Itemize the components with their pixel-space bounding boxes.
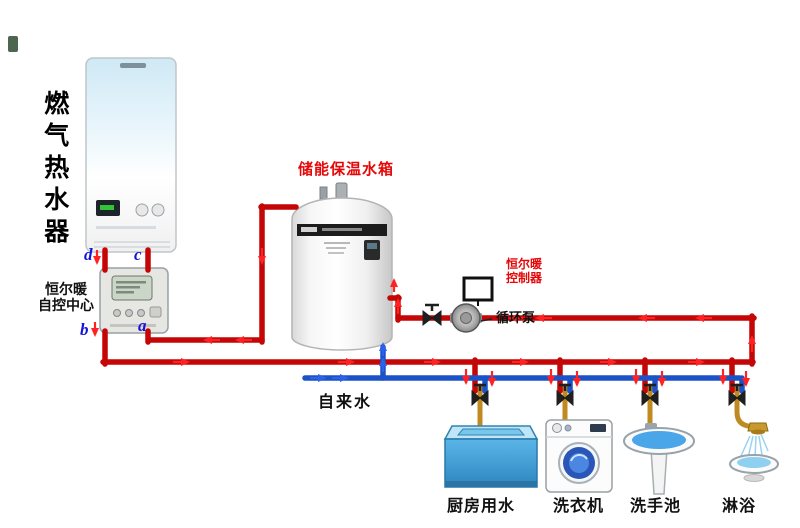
- fixture-label-kitchen: 厨房用水: [447, 498, 516, 515]
- hot-flow-arrows: [91, 248, 756, 387]
- controller-label-line1: 恒尔暖: [505, 257, 542, 271]
- circulation-pump-assembly: [422, 276, 494, 333]
- wash-basin: [623, 423, 695, 495]
- basin-pedestal: [650, 448, 668, 495]
- heater-vent: [120, 63, 146, 68]
- fixture-label-basin: 洗手池: [630, 498, 682, 515]
- control-center-box: [99, 267, 169, 334]
- washing-machine: [545, 419, 613, 493]
- tray-water: [737, 457, 771, 468]
- fixture-valves: [471, 383, 746, 407]
- hot-water-pipes: [100, 203, 757, 394]
- valve-kitchen: [471, 383, 489, 407]
- pump-label-leader: [480, 318, 493, 322]
- control-center-label-line1: 恒尔暖: [45, 281, 87, 297]
- kitchen-sink: [443, 425, 539, 488]
- brass-drop-pipes: [477, 383, 769, 435]
- fixture-label-washer: 洗衣机: [553, 498, 605, 515]
- port-label-a: a: [138, 316, 147, 335]
- shower-drop-pipe: [734, 383, 758, 430]
- controller-label: 恒尔暖 控制器: [502, 257, 546, 286]
- port-label-d: d: [84, 245, 93, 264]
- control-center-button: [113, 309, 121, 317]
- valve-washer: [556, 383, 574, 407]
- control-center-button: [125, 309, 133, 317]
- tank-label: 储能保温水箱: [298, 161, 395, 178]
- fixture-label-shower: 淋浴: [722, 498, 757, 515]
- storage-tank: [291, 182, 393, 351]
- basin-water: [632, 431, 686, 449]
- port-label-c: c: [134, 245, 142, 264]
- tank-fitting: [319, 186, 328, 200]
- washer-display: [590, 424, 606, 432]
- cold-flow-arrows: [310, 342, 387, 382]
- pump-label: 循环泵: [496, 310, 536, 325]
- fixtures: [443, 419, 779, 495]
- pump-line-valve: [422, 303, 442, 327]
- washer-knob: [564, 424, 572, 432]
- heater-label: 燃气热水器: [40, 90, 69, 250]
- control-center-label-line2: 自控中心: [38, 297, 94, 314]
- cold-water-label: 自来水: [318, 394, 373, 411]
- pump-controller-box: [462, 276, 494, 302]
- tank-fitting: [335, 182, 348, 200]
- heater-knob: [151, 203, 165, 217]
- shower-head: [747, 422, 769, 432]
- pump-hub: [460, 312, 472, 324]
- cold-water-pipes: [302, 344, 745, 394]
- controller-label-line2: 控制器: [505, 270, 542, 285]
- shower-tray: [729, 433, 779, 482]
- washer-knob: [552, 423, 562, 433]
- port-label-b: b: [80, 320, 89, 339]
- gas-water-heater: [85, 57, 177, 253]
- tank-body: [291, 197, 393, 351]
- corner-artifact: [8, 36, 18, 52]
- flow-arrows: [91, 248, 756, 387]
- control-center-button: [137, 309, 145, 317]
- valve-basin: [641, 383, 659, 407]
- heater-knob: [135, 203, 149, 217]
- valve-shower: [728, 383, 746, 407]
- control-center-label: 恒尔暖 自控中心: [34, 281, 98, 313]
